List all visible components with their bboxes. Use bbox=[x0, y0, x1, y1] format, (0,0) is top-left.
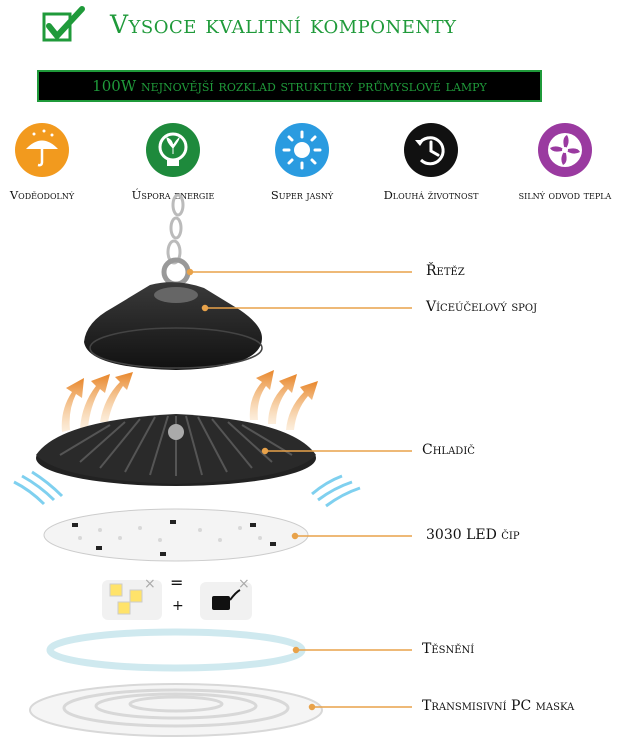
chain-part bbox=[161, 193, 191, 287]
sun-icon bbox=[275, 123, 329, 177]
label-mask: Transmisivní PC maska bbox=[422, 698, 575, 714]
pc-mask-part bbox=[29, 683, 323, 737]
lamp-exploded-diagram: × = + × bbox=[13, 193, 412, 737]
svg-text:×: × bbox=[238, 576, 250, 592]
feature-label: Úspora energie bbox=[131, 188, 215, 202]
feature-label: silný odvod tepla bbox=[518, 188, 612, 202]
svg-text:+: + bbox=[172, 598, 184, 614]
led-board-part bbox=[43, 508, 309, 562]
airflow-arrows bbox=[13, 470, 361, 508]
fan-icon bbox=[538, 123, 592, 177]
feature-lifetime: Dlouhá životnost bbox=[371, 122, 491, 202]
driver-sample: × bbox=[200, 576, 252, 620]
shade-part bbox=[84, 282, 263, 370]
led-chip-sample: × bbox=[102, 576, 162, 620]
seal-ring-part bbox=[46, 628, 306, 672]
feature-energy: Úspora energie bbox=[113, 122, 233, 202]
label-cooler: Chladič bbox=[422, 442, 475, 458]
svg-text:×: × bbox=[144, 576, 156, 592]
feature-heat: silný odvod tepla bbox=[505, 122, 625, 202]
header: Vysoce kvalitní komponenty bbox=[0, 0, 639, 60]
feature-label: Dlouhá životnost bbox=[383, 188, 479, 202]
label-joint: Víceúčelový spoj bbox=[426, 299, 538, 315]
heat-arrows bbox=[61, 370, 318, 432]
feature-waterproof: Voděodolný bbox=[0, 122, 102, 202]
feature-label: Voděodolný bbox=[9, 188, 75, 202]
svg-text:=: = bbox=[170, 573, 183, 592]
checkmark-icon bbox=[42, 6, 85, 42]
bulb-leaf-icon bbox=[146, 123, 200, 177]
umbrella-icon bbox=[15, 123, 69, 177]
heatsink-part bbox=[36, 414, 316, 486]
label-chain: Řetěz bbox=[426, 263, 465, 279]
label-chip: 3030 LED čip bbox=[426, 527, 520, 543]
page-title: Vysoce kvalitní komponenty bbox=[110, 10, 457, 39]
banner: 100W nejnovější rozklad struktury průmys… bbox=[37, 70, 542, 102]
leader-lines bbox=[186, 268, 412, 711]
feature-bright: Super jasný bbox=[242, 122, 362, 202]
label-seal: Těsnění bbox=[422, 641, 475, 657]
clock-icon bbox=[404, 123, 458, 177]
feature-label: Super jasný bbox=[270, 188, 334, 202]
